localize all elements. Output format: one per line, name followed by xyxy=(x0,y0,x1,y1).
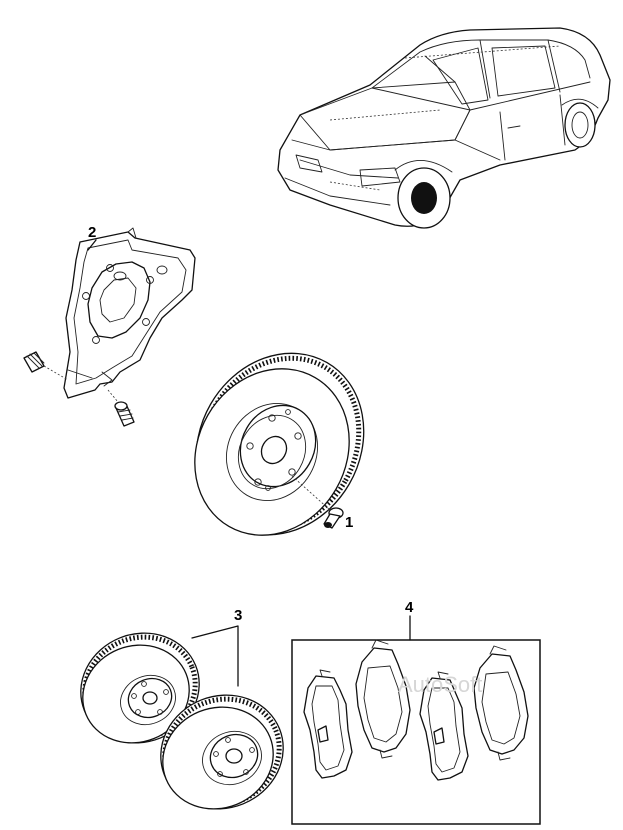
callout-2-label: 2 xyxy=(88,224,96,241)
backing-plate-bolt-left xyxy=(23,351,69,381)
brake-pad-set: AutoSoft xyxy=(291,615,541,825)
brake-pad-4 xyxy=(473,645,529,761)
watermark-text: AutoSoft xyxy=(398,672,482,697)
callout-1-label: 1 xyxy=(345,514,353,531)
brake-disc-rear xyxy=(80,632,200,744)
brake-disc-pair xyxy=(80,625,284,810)
callout-4-label: 4 xyxy=(405,599,414,616)
rotor-screw-part xyxy=(291,475,344,529)
car-illustration xyxy=(277,27,611,229)
brake-disc-single xyxy=(194,352,365,536)
callout-3-leader xyxy=(191,625,239,687)
callout-2-leader xyxy=(87,239,97,251)
brake-pad-1 xyxy=(303,669,353,779)
backing-plate-part xyxy=(23,227,196,427)
brake-pad-2 xyxy=(355,639,411,759)
brake-pad-3 xyxy=(419,671,469,781)
backing-plate-bolt-right xyxy=(107,389,135,427)
brake-disc-front xyxy=(160,694,284,810)
callout-3-label: 3 xyxy=(234,607,242,624)
